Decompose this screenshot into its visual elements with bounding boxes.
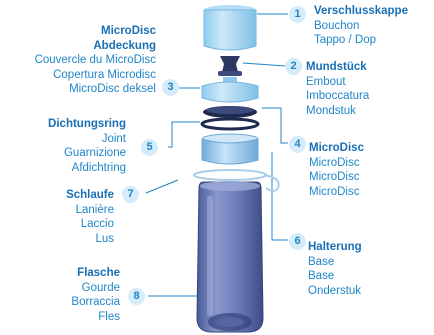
label-microdisc-cover-line-1: Couvercle du MicroDisc [35,53,156,68]
label-seal-ring-line-3: Afdichtring [48,161,126,176]
microdisc-part [203,106,257,118]
label-microdisc-cover-line-2: Copertura Microdisc [35,68,156,83]
label-microdisc-cover-title-2: Abdeckung [35,39,156,54]
label-holder-line-3: Onderstuk [308,284,362,299]
label-cap: Verschlusskappe Bouchon Tappo / Dop [314,4,408,48]
label-bottle-title: Flasche [71,266,120,281]
badge-4: 4 [289,136,306,153]
label-microdisc-line-3: MicroDisc [309,185,364,200]
label-bottle: Flasche Gourde Borraccia Fles [71,266,120,324]
label-cap-line-1: Bouchon [314,19,408,34]
label-seal-ring: Dichtungsring Joint Guarnizione Afdichtr… [48,117,126,175]
label-seal-ring-line-1: Joint [48,132,126,147]
badge-1: 1 [289,6,306,23]
label-microdisc-line-1: MicroDisc [309,156,364,171]
label-holder-line-2: Base [308,269,362,284]
bottle-part [197,181,263,332]
label-cap-line-2: Tappo / Dop [314,33,408,48]
mouthpiece-part [218,56,242,76]
label-microdisc: MicroDisc MicroDisc MicroDisc MicroDisc [309,141,364,199]
label-cap-title: Verschlusskappe [314,4,408,19]
badge-7: 7 [122,186,139,203]
label-mouthpiece-line-3: Mondstuk [306,104,369,119]
holder-part [202,134,258,164]
label-bottle-line-1: Gourde [71,281,120,296]
label-microdisc-cover-title-1: MicroDisc [35,24,156,39]
microdisc-cover-part [202,77,258,102]
label-seal-ring-line-2: Guarnizione [48,146,126,161]
label-mouthpiece: Mundstück Embout Imboccatura Mondstuk [306,60,369,118]
badge-6: 6 [289,233,306,250]
label-holder-title: Halterung [308,240,362,255]
label-mouthpiece-line-2: Imboccatura [306,89,369,104]
label-loop: Schlaufe Lanière Laccio Lus [66,188,114,246]
cap-part [204,5,256,50]
label-bottle-line-3: Fles [71,310,120,325]
label-holder: Halterung Base Base Onderstuk [308,240,362,298]
label-mouthpiece-title: Mundstück [306,60,369,75]
label-microdisc-line-2: MicroDisc [309,170,364,185]
label-microdisc-cover-line-3: MicroDisc deksel [35,82,156,97]
badge-2: 2 [285,58,302,75]
seal-ring-part [202,119,258,129]
label-holder-line-1: Base [308,255,362,270]
label-microdisc-title: MicroDisc [309,141,364,156]
label-loop-line-3: Lus [66,232,114,247]
badge-8: 8 [128,288,145,305]
badge-3: 3 [162,79,179,96]
badge-5: 5 [141,139,158,156]
label-mouthpiece-line-1: Embout [306,75,369,90]
label-microdisc-cover: MicroDisc Abdeckung Couvercle du MicroDi… [35,24,156,97]
label-loop-line-1: Lanière [66,203,114,218]
label-bottle-line-2: Borraccia [71,295,120,310]
label-loop-title: Schlaufe [66,188,114,203]
label-seal-ring-title: Dichtungsring [48,117,126,132]
label-loop-line-2: Laccio [66,217,114,232]
